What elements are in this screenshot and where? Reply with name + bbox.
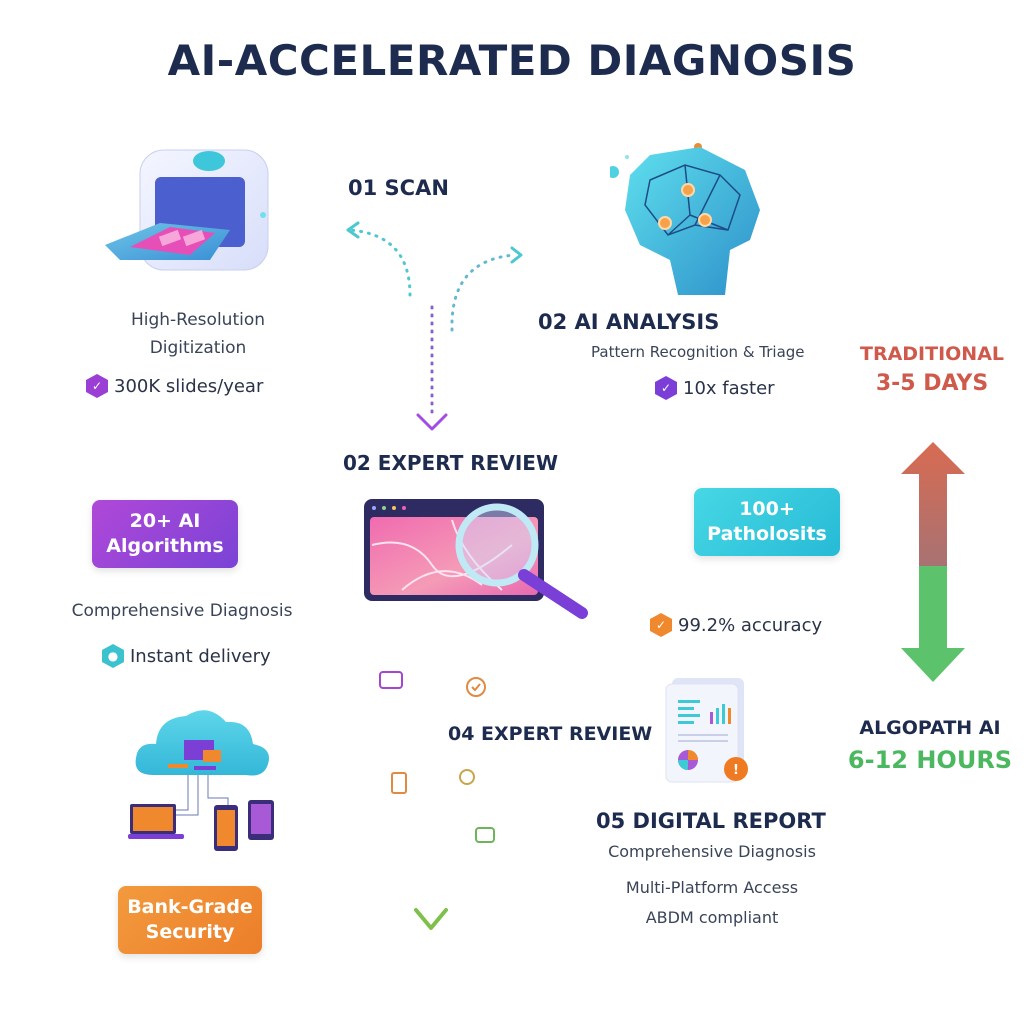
pathologists-badge-line1: 100+ <box>739 498 795 521</box>
ai-analysis-description: Pattern Recognition & Triage <box>591 343 805 361</box>
comparison-arrow-icon <box>901 442 965 682</box>
svg-text:!: ! <box>733 763 739 778</box>
digital-report-icon: ! <box>665 678 748 783</box>
step-05-digital-report-label: 05 DIGITAL REPORT <box>596 809 826 833</box>
security-badge-line1: Bank-Grade <box>127 896 253 919</box>
scan-description-line2: Digitization <box>149 338 247 358</box>
security-badge: Bank-Grade Security <box>118 886 262 954</box>
flow-arrow-left <box>348 228 412 297</box>
ai-analysis-stat: ✓ 10x faster <box>655 376 775 400</box>
step-02-expert-review-label: 02 EXPERT REVIEW <box>343 451 559 475</box>
algopath-label: ALGOPATH AI <box>859 717 1001 739</box>
check-circle-icon <box>459 769 475 785</box>
step-01-scan-label: 01 SCAN <box>348 176 449 200</box>
step-04-expert-review-label: 04 EXPERT REVIEW <box>448 723 653 745</box>
algorithms-badge-line2: Algorithms <box>106 535 224 557</box>
lower-flow <box>379 653 495 930</box>
pathologists-badge-line2: Patholosits <box>707 523 827 545</box>
check-hexagon-icon: ✓ <box>655 376 677 400</box>
left-comprehensive-diagnosis: Comprehensive Diagnosis <box>71 601 293 621</box>
instant-delivery-text: Instant delivery <box>130 645 271 667</box>
chat-icon <box>475 827 495 843</box>
accuracy-stat: ✓ 99.2% accuracy <box>650 613 822 637</box>
scan-stat-text: 300K slides/year <box>114 375 264 397</box>
flow-arrows <box>346 221 523 431</box>
algorithms-badge: 20+ AI Algorithms <box>92 500 238 568</box>
slide-viewer-magnifier-icon <box>364 499 588 619</box>
cloud-devices-icon <box>128 710 274 851</box>
step-02-ai-analysis-label: 02 AI ANALYSIS <box>538 310 720 334</box>
algopath-time: 6-12 HOURS <box>847 746 1013 774</box>
scanner-icon <box>105 149 269 271</box>
traditional-time: 3-5 DAYS <box>875 371 989 396</box>
report-line3: ABDM compliant <box>645 908 779 927</box>
report-line2: Multi-Platform Access <box>625 878 799 897</box>
check-circle-icon <box>466 677 486 697</box>
traditional-label: TRADITIONAL <box>859 343 1005 365</box>
algorithms-badge-line1: 20+ AI <box>129 510 201 533</box>
check-hexagon-icon: ✓ <box>650 613 672 637</box>
scan-description-line1: High-Resolution <box>130 310 266 330</box>
security-badge-line2: Security <box>145 921 235 943</box>
accuracy-text: 99.2% accuracy <box>678 614 823 636</box>
ai-brain-icon <box>610 143 760 295</box>
scan-stat: ✓ 300K slides/year <box>86 374 263 398</box>
instant-delivery-stat: ● Instant delivery <box>102 644 271 668</box>
check-hexagon-icon: ✓ <box>86 374 108 398</box>
document-icon <box>391 772 407 794</box>
mail-icon <box>379 671 403 689</box>
chat-hexagon-icon: ● <box>102 644 124 668</box>
pathologists-badge: 100+ Patholosits <box>694 488 840 556</box>
report-line1: Comprehensive Diagnosis <box>608 842 816 861</box>
ai-analysis-stat-text: 10x faster <box>683 377 775 399</box>
flow-arrow-right <box>450 253 517 332</box>
page-title: AI-ACCELERATED DIAGNOSIS <box>167 36 857 85</box>
